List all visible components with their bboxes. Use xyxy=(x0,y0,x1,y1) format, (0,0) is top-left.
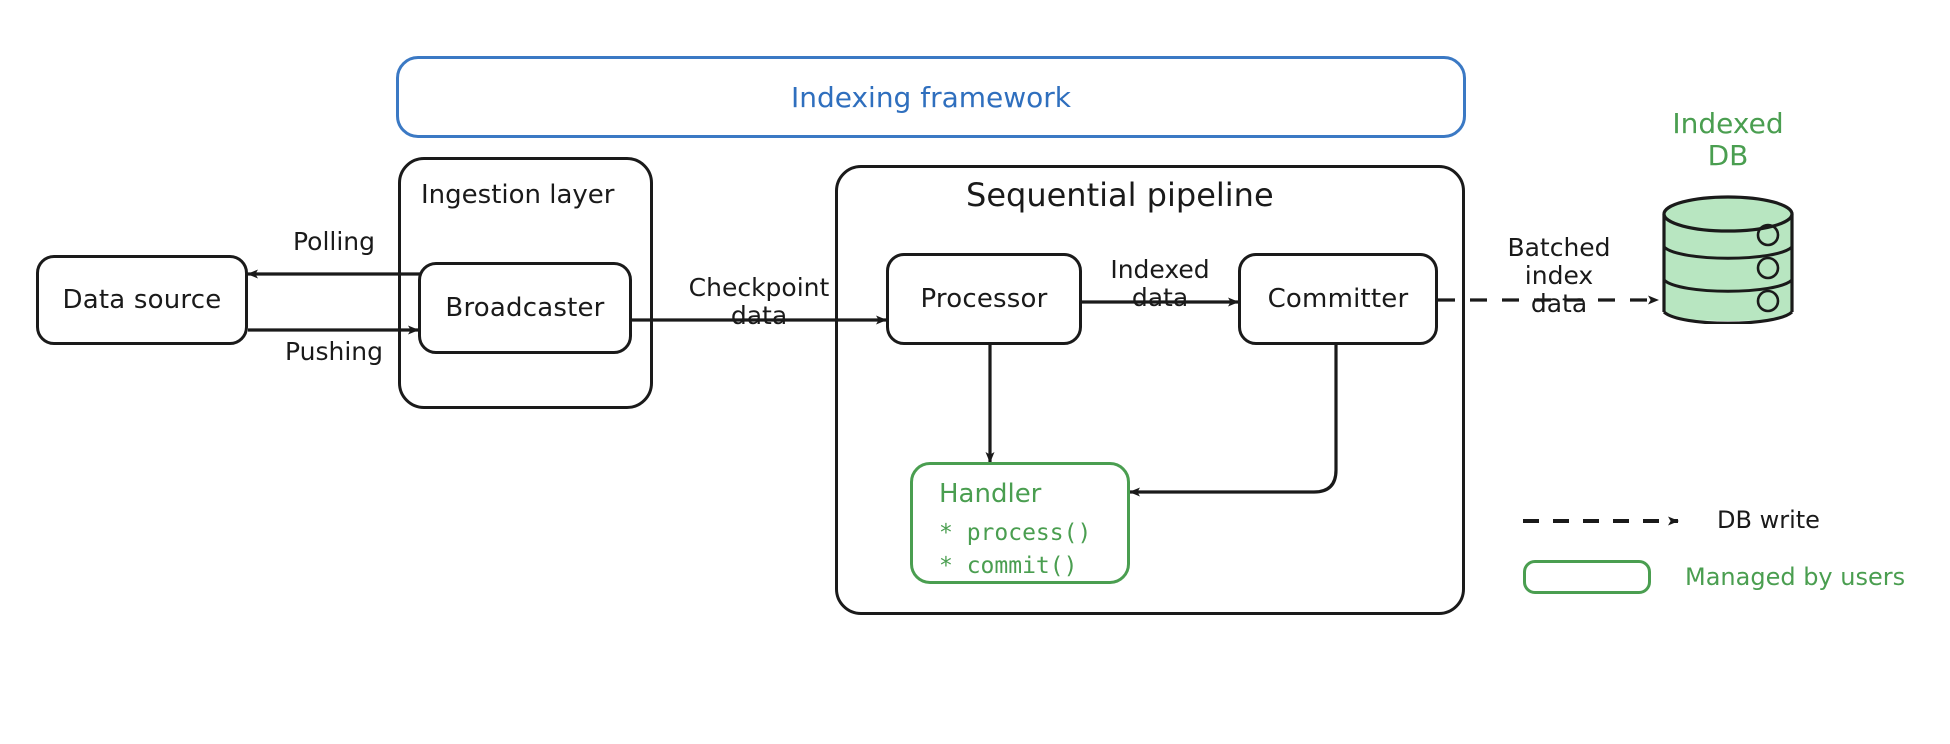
edge-label-pushing: Pushing xyxy=(284,337,383,366)
node-handler[interactable]: Handler * process() * commit() xyxy=(910,462,1130,584)
sequential-pipeline-title: Sequential pipeline xyxy=(966,176,1274,214)
ingestion-layer-group xyxy=(398,157,653,409)
handler-method-commit: * commit() xyxy=(939,553,1078,580)
legend-item-managed-by-users: Managed by users xyxy=(1523,560,1905,594)
legend-db-write-label: DB write xyxy=(1717,506,1820,534)
legend-managed-by-users-label: Managed by users xyxy=(1685,563,1906,591)
node-data-source[interactable]: Data source xyxy=(36,255,248,345)
indexed-database-caption: Indexed DB xyxy=(1672,107,1784,173)
node-processor[interactable]: Processor xyxy=(886,253,1082,345)
edge-label-polling: Polling xyxy=(292,227,376,256)
node-handler-title: Handler xyxy=(939,479,1042,509)
ingestion-layer-title: Ingestion layer xyxy=(421,180,615,210)
edge-label-batched-index-data: Batched index data xyxy=(1507,233,1611,318)
legend-managed-by-users-swatch xyxy=(1523,560,1651,594)
node-broadcaster-label: Broadcaster xyxy=(445,293,605,323)
node-broadcaster[interactable]: Broadcaster xyxy=(418,262,632,354)
database-cylinder-icon xyxy=(1662,195,1794,325)
node-committer-label: Committer xyxy=(1267,284,1409,314)
node-committer[interactable]: Committer xyxy=(1238,253,1438,345)
node-processor-label: Processor xyxy=(920,284,1048,314)
sequential-pipeline-group xyxy=(835,165,1465,615)
indexing-framework-container: Indexing framework xyxy=(396,56,1466,138)
node-data-source-label: Data source xyxy=(62,285,222,315)
legend-item-db-write: DB write xyxy=(1523,503,1820,537)
handler-method-process: * process() xyxy=(939,520,1092,546)
legend-db-write-symbol xyxy=(1523,503,1683,537)
indexing-framework-title: Indexing framework xyxy=(790,80,1072,114)
indexed-database[interactable]: Indexed DB xyxy=(1640,107,1816,325)
